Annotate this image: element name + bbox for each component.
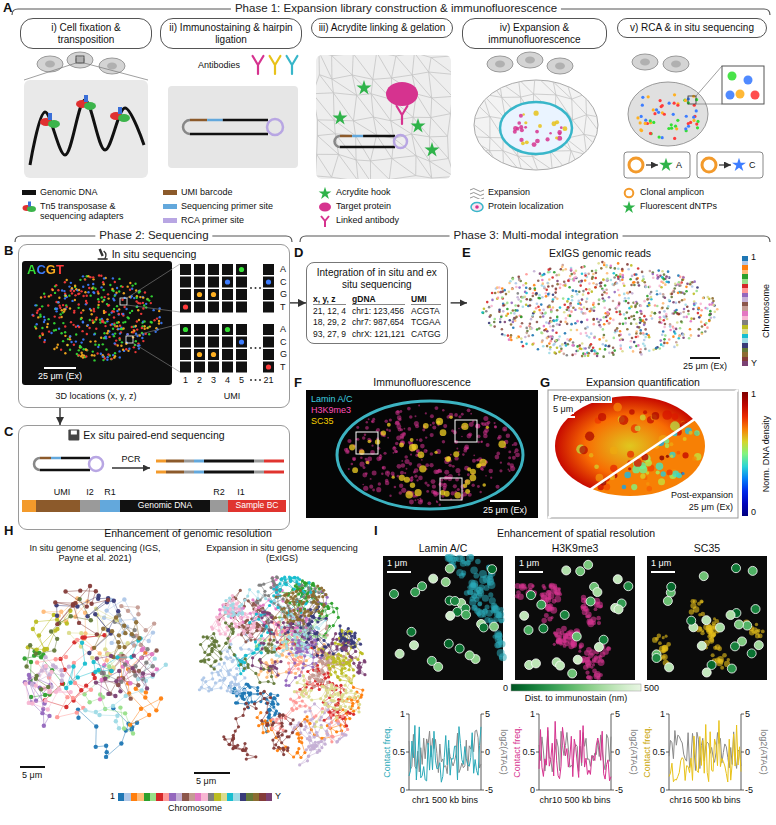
figure: i) Cell fixation & transpositionii) Immu… <box>0 0 776 825</box>
